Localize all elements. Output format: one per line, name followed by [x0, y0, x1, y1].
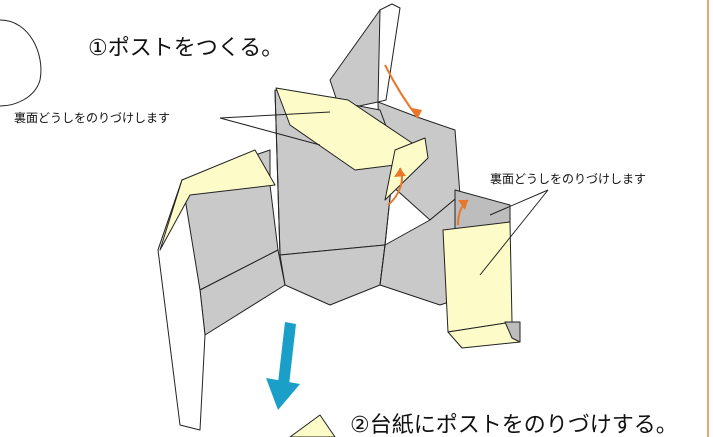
partial-circle	[0, 19, 42, 107]
top-flap-edge	[377, 3, 401, 103]
fold-arrow-right-head	[458, 200, 468, 210]
fold-arrow-top-head	[412, 108, 422, 118]
glue-tab-left	[159, 149, 276, 251]
down-arrow-shaft	[278, 322, 296, 385]
callout-top-leader-b	[219, 117, 321, 146]
callout-glue-right: 裏面どうしをのりづけします	[490, 171, 646, 186]
fold-arrow-top	[384, 64, 419, 119]
center-lower-panel	[279, 244, 386, 306]
callout-glue-top: 裏面どうしをのりづけします	[14, 110, 170, 125]
down-arrow	[266, 322, 300, 410]
glue-tab-small	[384, 137, 429, 201]
step2-title: ②台紙にポストをのりづけする。	[350, 413, 678, 437]
mount-glue-preview	[289, 414, 336, 437]
glue-tab-right-corner	[504, 321, 521, 343]
step1-title: ①ポストをつくる。	[88, 36, 283, 61]
fold-line-b	[379, 244, 386, 286]
post-net	[157, 3, 521, 431]
callout-top-leader-a	[219, 111, 331, 119]
fold-arrow-middle-head	[394, 168, 406, 177]
down-arrow-head	[266, 378, 300, 410]
glue-tab-right	[442, 221, 513, 333]
callout-right-leader-a	[489, 189, 549, 216]
callout-right-leader-b	[479, 189, 549, 276]
fold-line-a	[274, 89, 281, 256]
